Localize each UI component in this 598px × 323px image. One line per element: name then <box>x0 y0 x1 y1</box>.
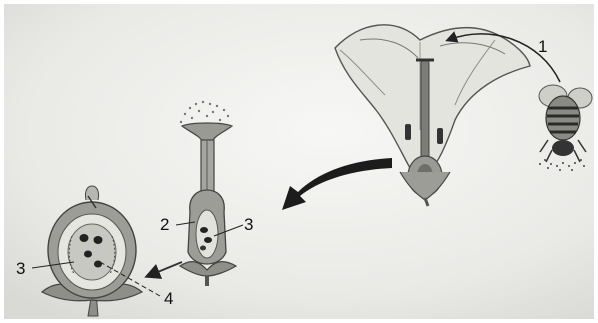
seed-4 <box>94 261 102 268</box>
stamen-left <box>405 124 411 140</box>
bee-head <box>552 140 574 156</box>
stamen-right <box>437 128 443 144</box>
label-2: 2 <box>160 215 169 234</box>
label-3-fruit: 3 <box>16 259 25 278</box>
label-3-mid: 3 <box>244 215 253 234</box>
flower-style <box>421 60 429 160</box>
label-4: 4 <box>164 289 173 308</box>
ovule-1 <box>200 227 208 233</box>
ovule-2 <box>204 237 212 243</box>
seed-3 <box>84 251 92 258</box>
seed-1 <box>80 234 89 242</box>
ovary-cavity <box>196 210 218 258</box>
label-1: 1 <box>538 37 547 56</box>
seed-coat <box>68 224 116 280</box>
seed-2 <box>94 236 103 244</box>
fruit-style-remnant <box>85 186 98 200</box>
ovule-3 <box>200 246 206 251</box>
